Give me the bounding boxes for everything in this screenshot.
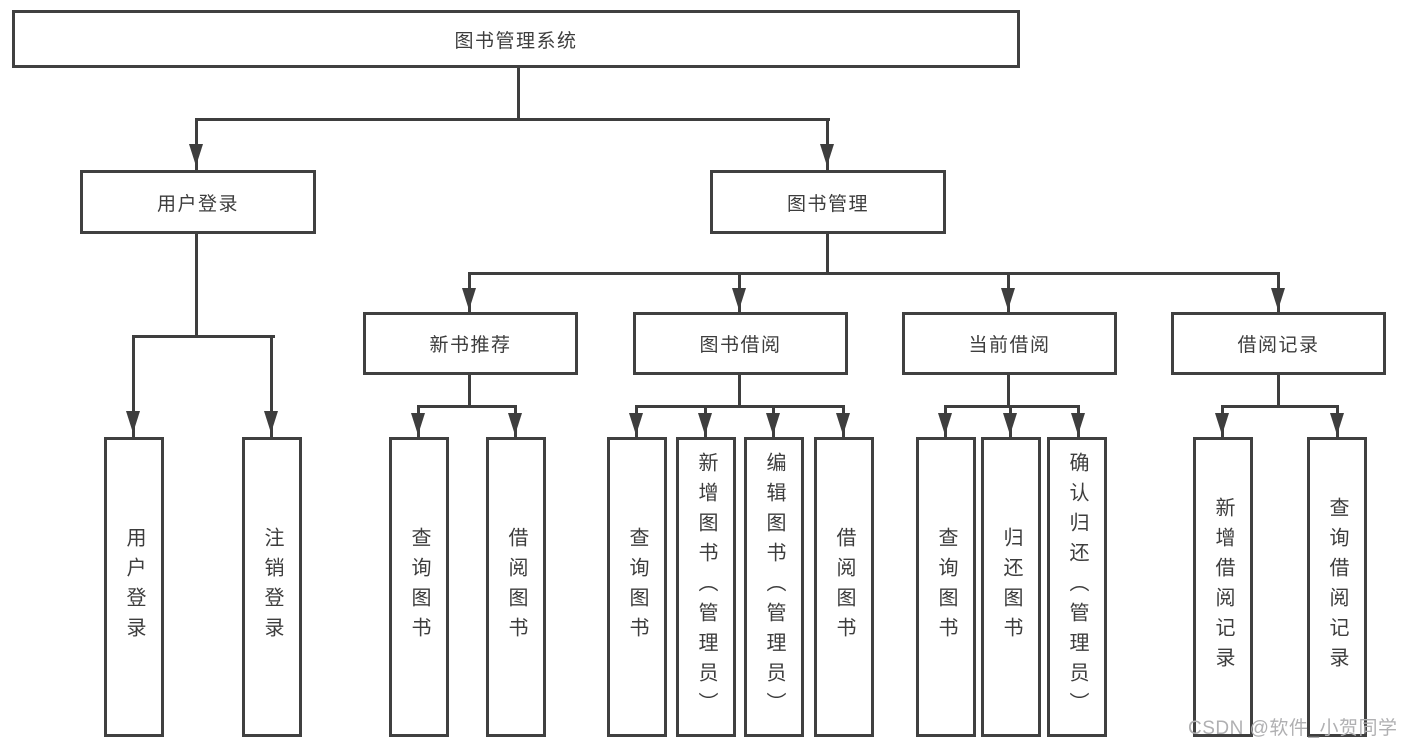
arrow-down-icon	[264, 411, 278, 433]
node-current-borrowing: 当前借阅	[902, 312, 1117, 375]
leaf-query-borrow-record: 查询借阅记录	[1307, 437, 1367, 737]
csdn-watermark: CSDN @软件_小贺同学	[1188, 718, 1398, 739]
arrow-down-icon	[698, 413, 712, 435]
arrow-down-icon	[1001, 288, 1015, 310]
arrow-down-icon	[411, 413, 425, 435]
connector-line	[468, 375, 471, 408]
node-label: 用户登录	[156, 193, 239, 215]
arrow-down-icon	[189, 144, 203, 166]
connector-line	[944, 405, 1080, 408]
leaf-user-login: 用户登录	[104, 437, 164, 737]
leaf-logout: 注销登录	[242, 437, 302, 737]
node-label: 图书管理	[786, 193, 869, 215]
leaf-label: 注销登录	[261, 527, 283, 647]
connector-line	[468, 272, 1280, 275]
arrow-down-icon	[508, 413, 522, 435]
leaf-label: 归还图书	[1000, 527, 1022, 647]
arrow-down-icon	[732, 288, 746, 310]
node-library-management-system: 图书管理系统	[12, 10, 1020, 68]
arrow-down-icon	[766, 413, 780, 435]
connector-line	[270, 335, 273, 437]
node-label: 新书推荐	[429, 335, 512, 356]
leaf-query-books-current: 查询图书	[916, 437, 976, 737]
leaf-add-books-admin: 新增图书（管理员）	[676, 437, 736, 737]
connector-line	[132, 335, 135, 437]
node-book-management: 图书管理	[710, 170, 946, 234]
connector-line	[738, 375, 741, 408]
arrow-down-icon	[462, 288, 476, 310]
leaf-borrow-books-borrowing: 借阅图书	[814, 437, 874, 737]
connector-line	[1221, 405, 1339, 408]
leaf-label: 确认归还（管理员）	[1066, 452, 1088, 722]
leaf-label: 新增借阅记录	[1212, 497, 1234, 677]
leaf-label: 借阅图书	[505, 527, 527, 647]
leaf-label: 查询图书	[626, 527, 648, 647]
leaf-query-books-recommend: 查询图书	[389, 437, 449, 737]
connector-line	[635, 405, 845, 408]
arrow-down-icon	[836, 413, 850, 435]
connector-line	[417, 405, 517, 408]
node-label: 当前借阅	[968, 335, 1051, 356]
leaf-add-borrow-record: 新增借阅记录	[1193, 437, 1253, 737]
connector-line	[195, 118, 830, 121]
leaf-edit-books-admin: 编辑图书（管理员）	[744, 437, 804, 737]
arrow-down-icon	[820, 144, 834, 166]
leaf-label: 用户登录	[123, 527, 145, 647]
leaf-label: 借阅图书	[833, 527, 855, 647]
leaf-label: 查询借阅记录	[1326, 497, 1348, 677]
node-borrowing-records: 借阅记录	[1171, 312, 1386, 375]
leaf-label: 查询图书	[408, 527, 430, 647]
connector-line	[517, 68, 520, 121]
node-book-borrowing: 图书借阅	[633, 312, 848, 375]
node-label: 图书借阅	[699, 335, 782, 356]
leaf-label: 编辑图书（管理员）	[763, 452, 785, 722]
leaf-confirm-return-admin: 确认归还（管理员）	[1047, 437, 1107, 737]
arrow-down-icon	[1215, 413, 1229, 435]
node-new-book-recommendation: 新书推荐	[363, 312, 578, 375]
connector-line	[195, 234, 198, 338]
node-label: 图书管理系统	[454, 30, 578, 52]
arrow-down-icon	[938, 413, 952, 435]
leaf-return-books: 归还图书	[981, 437, 1041, 737]
leaf-borrow-books-recommend: 借阅图书	[486, 437, 546, 737]
connector-line	[1277, 375, 1280, 408]
node-user-login: 用户登录	[80, 170, 316, 234]
connector-line	[132, 335, 275, 338]
connector-line	[826, 234, 829, 275]
arrow-down-icon	[1071, 413, 1085, 435]
arrow-down-icon	[629, 413, 643, 435]
leaf-query-books-borrowing: 查询图书	[607, 437, 667, 737]
connector-line	[1007, 375, 1010, 408]
arrow-down-icon	[126, 411, 140, 433]
arrow-down-icon	[1271, 288, 1285, 310]
arrow-down-icon	[1330, 413, 1344, 435]
arrow-down-icon	[1003, 413, 1017, 435]
node-label: 借阅记录	[1237, 335, 1320, 356]
leaf-label: 新增图书（管理员）	[695, 452, 717, 722]
leaf-label: 查询图书	[935, 527, 957, 647]
